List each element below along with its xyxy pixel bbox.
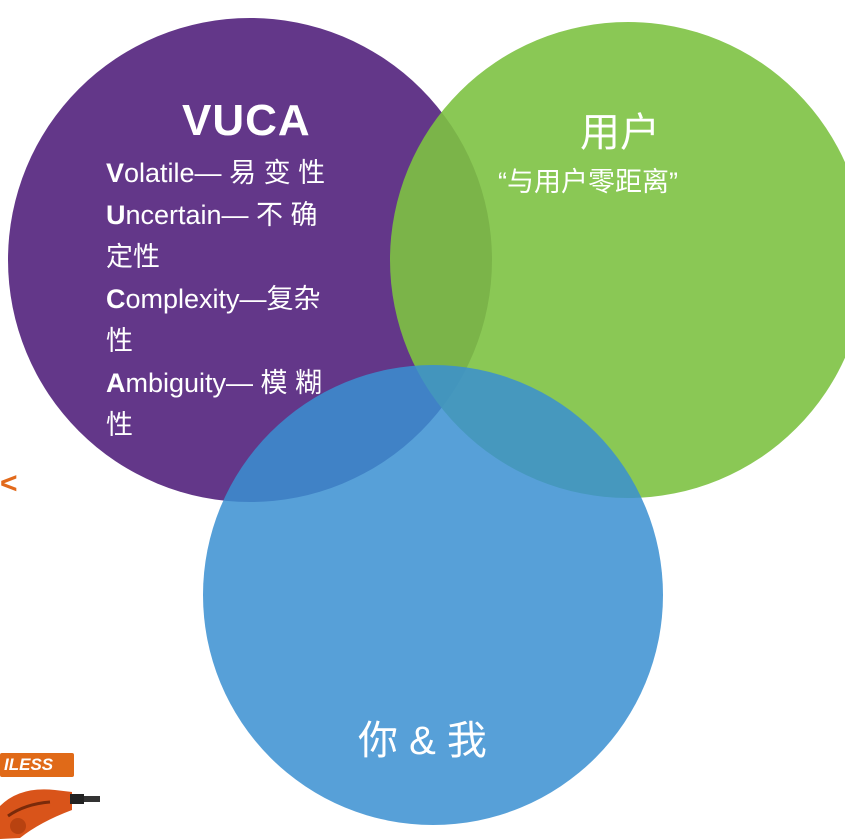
you-me-title: 你 & 我 — [358, 719, 487, 763]
vuca-line-ambiguity-cont: 性 — [106, 410, 133, 440]
vuca-definition-list: Volatile— 易 变 性 Uncertain— 不 确 定性 Comple… — [106, 152, 402, 446]
vuca-line-volatile: Volatile— 易 变 性 — [106, 158, 326, 188]
vuca-line-complexity: Complexity—复杂 — [106, 284, 321, 314]
user-quote: “与用户零距离” — [498, 167, 678, 197]
vuca-line-complexity-cont: 性 — [106, 326, 133, 356]
vuca-line-ambiguity: Ambiguity— 模 糊 — [106, 368, 323, 398]
user-title: 用户 — [580, 111, 660, 155]
angle-grinder-icon — [0, 789, 100, 839]
vuca-line-uncertain-cont: 定性 — [106, 242, 160, 272]
vuca-line-uncertain: Uncertain— 不 确 — [106, 200, 318, 230]
vuca-title: VUCA — [182, 96, 311, 145]
product-logo-fragment: ILESS — [0, 753, 74, 777]
background-fragment-orange-mark: < — [0, 467, 18, 500]
you-me-circle — [203, 365, 663, 825]
